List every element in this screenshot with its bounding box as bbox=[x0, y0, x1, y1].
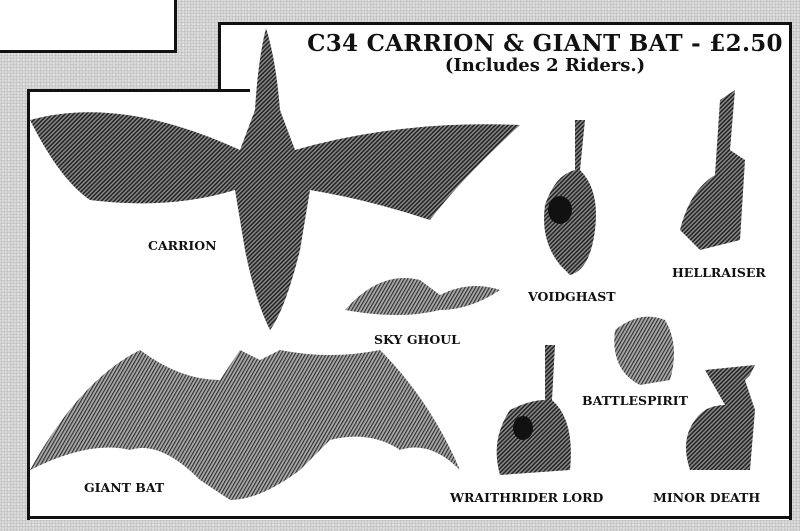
product-heading: C34 CARRION & GIANT BAT - £2.50 (Include… bbox=[300, 30, 790, 76]
voidghast-miniature bbox=[544, 120, 596, 275]
panel-join bbox=[218, 92, 228, 516]
carrion-miniature bbox=[30, 28, 520, 330]
product-title: C34 CARRION & GIANT BAT - £2.50 bbox=[307, 30, 783, 57]
label-hellraiser: HELLRAISER bbox=[672, 265, 766, 280]
hellraiser-miniature bbox=[680, 90, 745, 250]
giant-bat-miniature bbox=[30, 350, 460, 500]
sky-ghoul-miniature bbox=[345, 278, 500, 315]
label-carrion: CARRION bbox=[148, 238, 217, 253]
product-subtitle: (Includes 2 Riders.) bbox=[444, 55, 646, 76]
blank-box bbox=[0, 0, 177, 53]
label-sky-ghoul: SKY GHOUL bbox=[374, 332, 460, 347]
label-battlespirit: BATTLESPIRIT bbox=[582, 393, 688, 408]
panel-border-bottom bbox=[27, 516, 789, 519]
battlespirit-miniature bbox=[614, 316, 674, 385]
label-wraithrider-lord: WRAITHRIDER LORD bbox=[450, 490, 604, 505]
wraithrider-lord-miniature bbox=[496, 345, 571, 475]
label-minor-death: MINOR DEATH bbox=[653, 490, 761, 505]
label-giant-bat: GIANT BAT bbox=[84, 480, 165, 495]
minor-death-miniature bbox=[686, 365, 755, 470]
label-voidghast: VOIDGHAST bbox=[528, 289, 616, 304]
